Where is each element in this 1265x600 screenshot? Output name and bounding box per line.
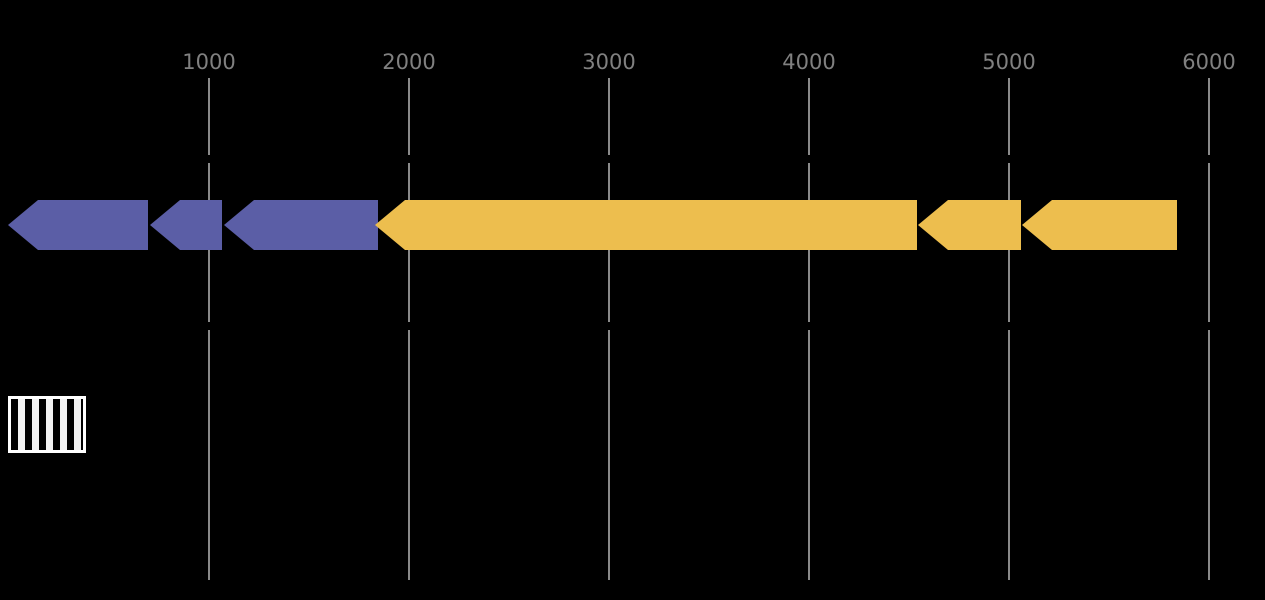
legend-stripe-pattern [11,399,83,450]
legend-striped-swatch [8,396,86,453]
